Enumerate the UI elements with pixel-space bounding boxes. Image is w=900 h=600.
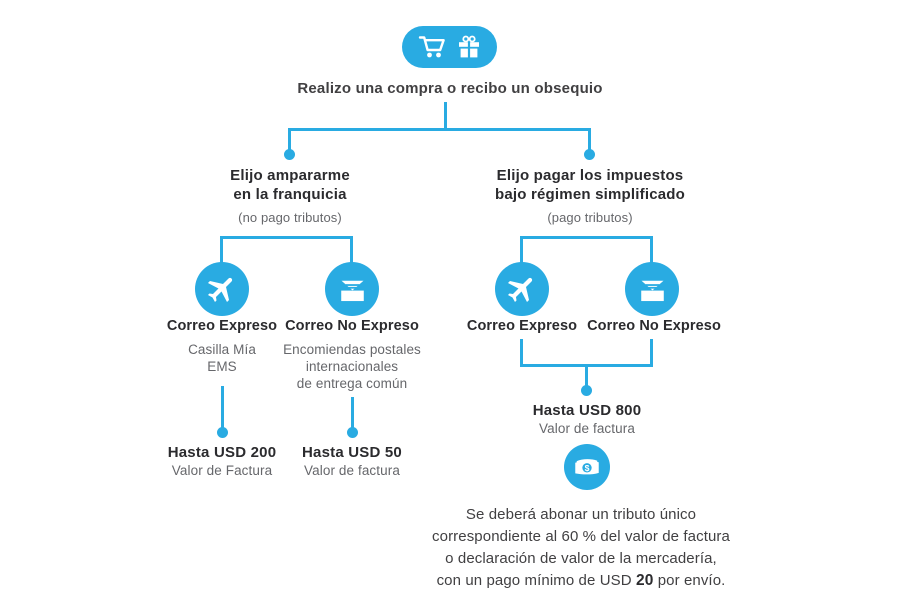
right-merge-drop-1 (520, 339, 523, 367)
left-bracket-drop-1 (220, 236, 223, 264)
left-branch-heading-line1: Elijo ampararme (230, 167, 350, 184)
limit-prefix: Hasta USD (302, 444, 381, 461)
connector-left-endpoint (284, 149, 295, 160)
right-limit-value: Hasta USD 800 (507, 402, 667, 419)
left-express-endpoint (217, 427, 228, 438)
right-limit-caption: Valor de factura (539, 421, 635, 436)
tax-money-node: $ (564, 444, 610, 490)
connector-left-drop (288, 128, 291, 154)
right-limit: Hasta USD 800 Valor de factura (507, 402, 667, 436)
left-express-desc-line2: EMS (207, 359, 237, 374)
limit-amount: 800 (615, 402, 642, 419)
connector-top-horizontal (288, 128, 591, 131)
left-bracket-drop-2 (350, 236, 353, 264)
left-non-express-desc-line2: internacionales (305, 359, 399, 374)
left-non-express-limit: Hasta USD 50 Valor de factura (272, 444, 432, 478)
right-branch-subtitle: (pago tributos) (547, 210, 633, 225)
right-branch-heading-line1: Elijo pagar los impuestos (496, 167, 684, 184)
left-express-stem (221, 386, 224, 428)
connector-root-stem (444, 102, 447, 129)
left-non-express-endpoint (347, 427, 358, 438)
svg-text:$: $ (585, 463, 590, 473)
right-merge-endpoint (581, 385, 592, 396)
tax-note-line4: con un pago mínimo de USD 20 por envío. (428, 570, 734, 592)
right-non-express-label: Correo No Expreso (587, 318, 721, 334)
right-bracket-drop-2 (650, 236, 653, 264)
left-non-express-limit-value: Hasta USD 50 (272, 444, 432, 461)
open-envelope-icon (336, 273, 369, 306)
limit-prefix: Hasta USD (167, 444, 247, 461)
left-express-limit: Hasta USD 200 Valor de Factura (142, 444, 302, 478)
right-bracket-drop-1 (520, 236, 523, 264)
root-title: Realizo una compra o recibo un obsequio (297, 80, 603, 97)
left-bracket-horizontal (220, 236, 353, 239)
purchase-gift-badge (402, 26, 497, 68)
left-non-express-node (325, 262, 379, 316)
right-bracket-horizontal (520, 236, 653, 239)
right-branch-heading: Elijo pagar los impuestos bajo régimen s… (465, 166, 715, 227)
tax-note-line1: Se deberá abonar un tributo único (465, 506, 697, 523)
left-express-description: Casilla Mía EMS (152, 341, 292, 375)
left-non-express-label: Correo No Expreso (285, 318, 419, 334)
left-express-label: Correo Expreso (166, 318, 278, 334)
right-non-express-node (625, 262, 679, 316)
left-branch-heading-line2: en la franquicia (233, 186, 347, 203)
right-branch-heading-line2: bajo régimen simplificado (494, 186, 686, 203)
gift-icon (457, 34, 481, 61)
tax-note-line2: correspondiente al 60 % del valor de fac… (432, 528, 730, 545)
open-envelope-icon (636, 273, 669, 306)
left-express-desc-line1: Casilla Mía (188, 342, 256, 357)
limit-amount: 50 (384, 444, 402, 461)
left-non-express-desc-line3: de entrega común (296, 376, 408, 391)
tax-note: Se deberá abonar un tributo único corres… (428, 504, 734, 592)
left-non-express-limit-caption: Valor de factura (304, 463, 400, 478)
right-merge-stem (585, 364, 588, 388)
left-branch-subtitle: (no pago tributos) (238, 210, 342, 225)
connector-right-endpoint (584, 149, 595, 160)
airplane-icon (205, 272, 239, 306)
tax-note-line3: o declaración de valor de la mercadería, (445, 550, 717, 567)
right-merge-drop-2 (650, 339, 653, 367)
left-non-express-desc-line1: Encomiendas postales (283, 342, 421, 357)
left-non-express-stem (351, 397, 354, 428)
shopping-cart-icon (418, 34, 448, 60)
left-express-node (195, 262, 249, 316)
left-non-express-description: Encomiendas postales internacionales de … (270, 341, 434, 392)
tax-note-line4-prefix: con un pago mínimo de USD (436, 572, 632, 589)
right-express-label: Correo Expreso (466, 318, 578, 334)
left-branch-heading: Elijo ampararme en la franquicia (no pag… (165, 166, 415, 227)
tax-note-line4-suffix: por envío. (657, 572, 726, 589)
left-express-limit-caption: Valor de Factura (171, 463, 273, 478)
right-express-node (495, 262, 549, 316)
connector-right-drop (588, 128, 591, 154)
limit-amount: 200 (250, 444, 277, 461)
limit-prefix: Hasta USD (532, 402, 612, 419)
tax-note-minimum-amount: 20 (635, 572, 654, 589)
money-banknote-icon: $ (571, 451, 603, 483)
left-express-limit-value: Hasta USD 200 (142, 444, 302, 461)
airplane-icon (505, 272, 539, 306)
